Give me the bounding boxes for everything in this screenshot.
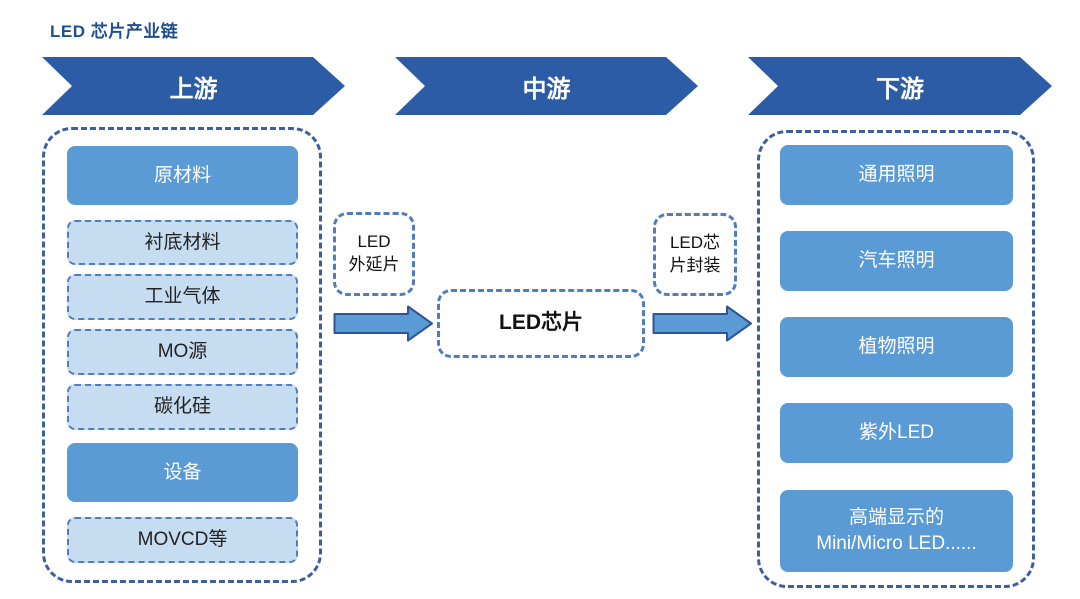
packaging-label-line2: 片封装 [669, 255, 721, 275]
diagram-title: LED 芯片产业链 [50, 22, 179, 41]
arrow-right-icon [652, 305, 752, 342]
display-label-line1: 高端显示的 [848, 507, 944, 529]
upstream-mo-source: MO源 [67, 329, 298, 375]
stage-downstream-banner: 下游 [748, 57, 1052, 115]
downstream-automotive-lighting: 汽车照明 [780, 231, 1013, 291]
downstream-uv-led: 紫外LED [780, 403, 1013, 463]
upstream-substrate-materials: 衬底材料 [67, 220, 298, 265]
downstream-container [757, 130, 1035, 588]
downstream-mini-micro-led-display: 高端显示的 Mini/Micro LED...... [780, 490, 1013, 572]
led-chip-packaging-box: LED芯 片封装 [653, 213, 737, 296]
arrow-right-icon [333, 305, 433, 342]
downstream-plant-lighting: 植物照明 [780, 317, 1013, 377]
upstream-equipment: 设备 [67, 443, 298, 502]
epitaxy-label-line1: LED [357, 232, 391, 252]
downstream-general-lighting: 通用照明 [780, 145, 1013, 205]
upstream-silicon-carbide: 碳化硅 [67, 384, 298, 430]
upstream-container [42, 127, 322, 583]
packaging-label-line1: LED芯 [669, 232, 721, 252]
led-epitaxial-wafer-box: LED 外延片 [333, 212, 415, 296]
display-label-line2: Mini/Micro LED...... [816, 533, 977, 554]
epitaxy-label-line2: 外延片 [348, 255, 400, 274]
stage-midstream-banner: 中游 [395, 57, 698, 115]
stage-upstream-banner: 上游 [42, 57, 345, 115]
upstream-industrial-gas: 工业气体 [67, 274, 298, 320]
upstream-movcd: MOVCD等 [67, 517, 298, 563]
upstream-raw-materials: 原材料 [67, 146, 298, 205]
led-chip-box: LED芯片 [437, 289, 645, 358]
